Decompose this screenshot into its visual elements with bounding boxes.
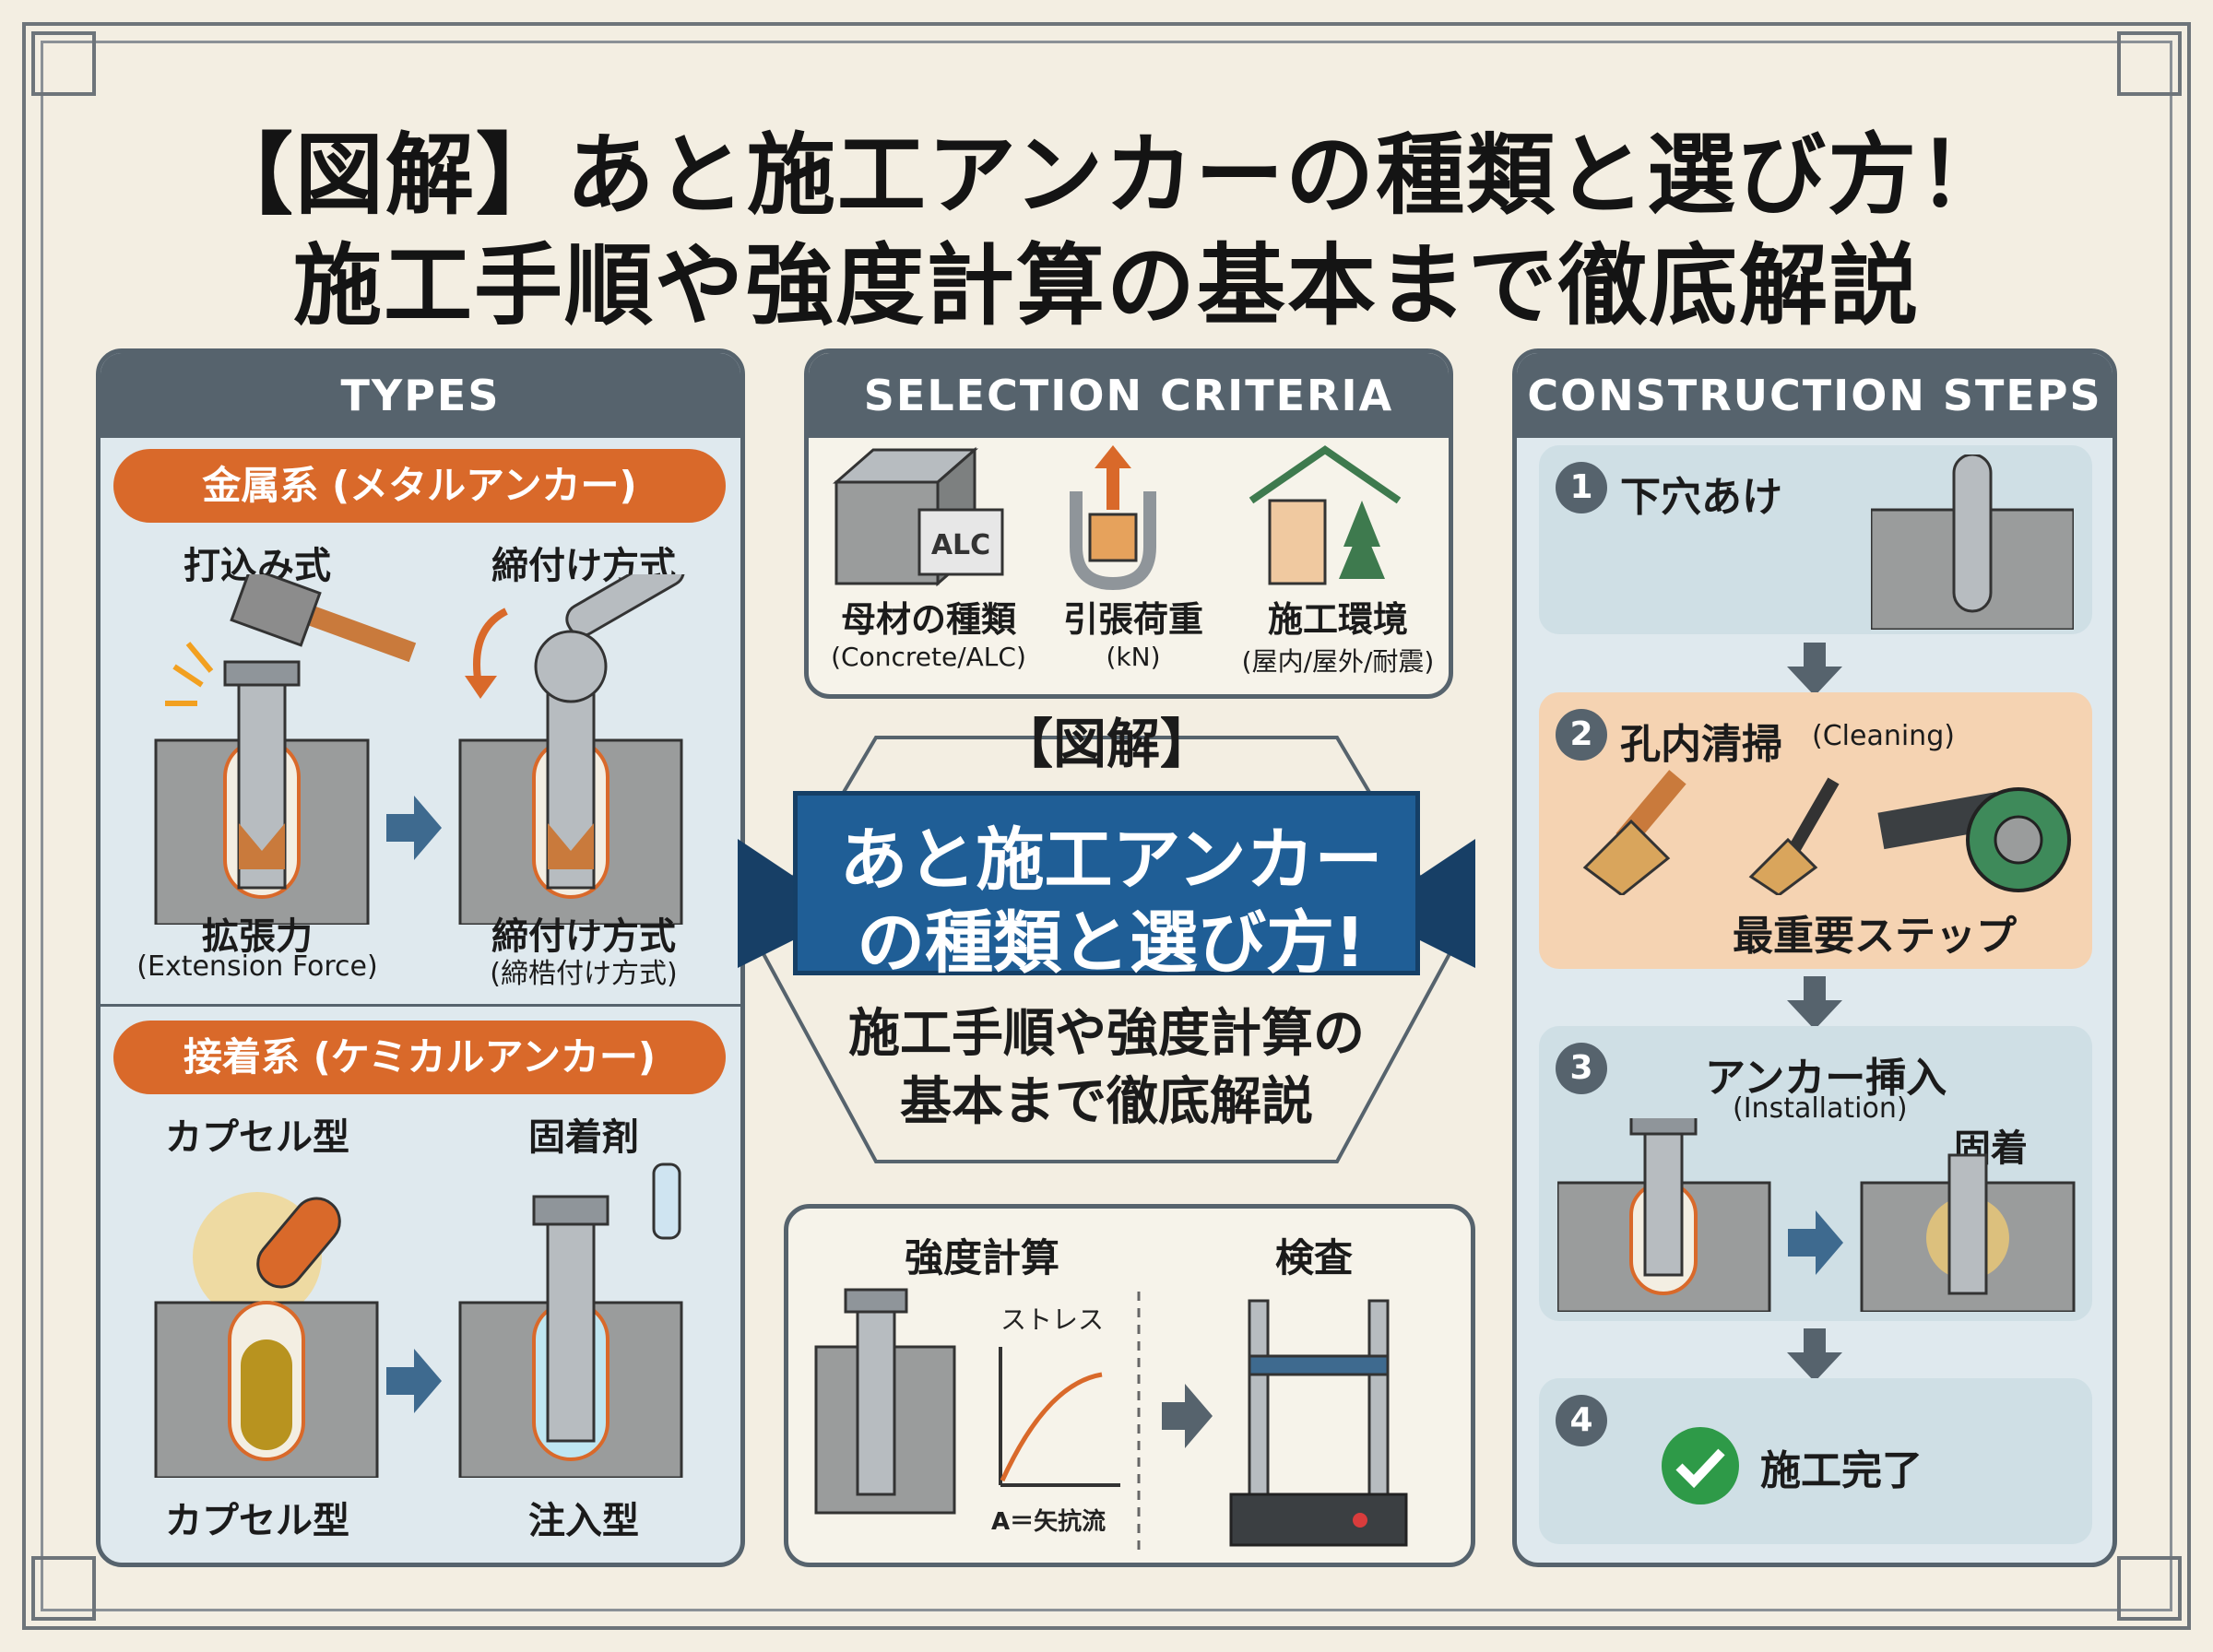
types-header: TYPES <box>101 353 740 438</box>
capsule-bottom-label: カプセル型 <box>165 1500 349 1542</box>
installation-illustration <box>1557 1118 2076 1312</box>
anchor-bolt <box>546 1209 596 1443</box>
right-arrow-icon <box>1162 1384 1213 1448</box>
wrench-icon <box>534 574 685 703</box>
strength-calc-title: 強度計算 <box>904 1235 1059 1280</box>
drill-bit-icon <box>1952 454 1993 613</box>
tension-load-icon <box>1070 445 1156 591</box>
right-arrow-icon <box>386 796 442 860</box>
steps-header: CONSTRUCTION STEPS <box>1517 353 2112 438</box>
steps-panel: CONSTRUCTION STEPS 1 下穴あけ 2 孔内清掃 (Cleani… <box>1512 348 2117 1567</box>
center-small-title: 【図解】 <box>999 713 1213 775</box>
outer-frame <box>22 22 2191 1630</box>
corner-ornament <box>31 31 96 96</box>
page-title-line2: 施工手順や強度計算の基本まで徹底解説 <box>293 234 1920 337</box>
anchor-bolt <box>1643 1118 1684 1277</box>
stress-axis-label: ストレス <box>1000 1304 1104 1335</box>
criteria-environment: 施工環境 (屋内/屋外/耐震) <box>1241 599 1435 677</box>
step-4: 4 施工完了 <box>1539 1378 2092 1544</box>
alc-tag: ALC <box>931 529 990 561</box>
step-label: 施工完了 <box>1760 1447 1923 1494</box>
testing-machine-icon <box>1229 1299 1408 1547</box>
step-sub: (Installation) <box>1733 1092 1908 1125</box>
anchor-bolt <box>856 1299 896 1496</box>
right-arrow-icon <box>1788 1210 1843 1275</box>
step-label: 下穴あけ <box>1620 474 1782 521</box>
capsule-type-label: カプセル型 <box>165 1116 349 1159</box>
cleaning-tools <box>1582 770 2071 895</box>
check-icon <box>1662 1427 1739 1504</box>
ribbon-line2: の種類と選び方! <box>857 903 1366 983</box>
step-label: 孔内清掃 <box>1620 721 1782 768</box>
inner-frame <box>41 41 2172 1611</box>
corner-ornament <box>2117 1556 2182 1621</box>
page-title-line1: 【図解】あと施工アンカーの種類と選び方！ <box>204 124 2009 227</box>
step-number: 1 <box>1556 462 1607 513</box>
small-brush-icon <box>1748 777 1840 895</box>
chemical-anchor-banner: 接着系 (ケミカルアンカー) <box>113 1021 726 1094</box>
injection-tube-icon <box>652 1162 681 1240</box>
metal-anchor-banner: 金属系 (メタルアンカー) <box>113 449 726 523</box>
center-banner: 【図解】 あと施工アンカー の種類と選び方! 施工手順や強度計算の 基本まで徹底… <box>738 701 1475 1180</box>
step-number: 4 <box>1556 1395 1607 1446</box>
alc-block-icon <box>917 508 1004 576</box>
drilling-illustration <box>1871 454 2074 630</box>
x-axis-label: A＝矢抗流 <box>991 1507 1106 1536</box>
capsule-icon <box>256 1197 341 1289</box>
center-sub-line2: 基本まで徹底解説 <box>900 1072 1313 1132</box>
tightening-label: 締付け方式 <box>491 915 676 958</box>
ribbon-line1: あと施工アンカー <box>839 820 1383 900</box>
ribbon: あと施工アンカー の種類と選び方! <box>793 791 1420 983</box>
criteria-base-material: 母材の種類 (Concrete/ALC) <box>831 599 1026 672</box>
brush-icon <box>1582 770 1686 895</box>
selection-icons: ALC <box>833 445 1402 591</box>
down-arrow-icon <box>1787 643 1842 696</box>
step-sub: (Cleaning) <box>1812 720 1955 752</box>
corner-ornament <box>2117 31 2182 96</box>
step-number: 3 <box>1556 1043 1607 1094</box>
down-arrow-icon <box>1787 976 1842 1030</box>
types-divider <box>101 1004 740 1007</box>
stress-curve <box>1000 1372 1103 1482</box>
step-label: アンカー挿入 <box>1705 1055 1947 1102</box>
step-2: 2 孔内清掃 (Cleaning) 最重要ステップ <box>1539 692 2092 969</box>
tightening-sub: (締梏付け方式) <box>490 958 678 990</box>
calc-inspection-illustration: ストレス A＝矢抗流 <box>814 1288 1408 1550</box>
most-important-step: 最重要ステップ <box>1733 913 2017 960</box>
adhesive-label: 固着剤 <box>528 1116 639 1159</box>
criteria-tension-load: 引張荷重 (kN) <box>1062 599 1203 672</box>
right-arrow-icon <box>386 1349 442 1413</box>
metal-anchor-illustration <box>154 574 685 925</box>
selection-header: SELECTION CRITERIA <box>809 353 1449 438</box>
types-panel: TYPES 金属系 (メタルアンカー) 打込み式 締付け方式 <box>96 348 745 1567</box>
center-sub-line1: 施工手順や強度計算の <box>848 1004 1365 1064</box>
chemical-anchor-illustration <box>154 1162 683 1478</box>
step-3: 3 アンカー挿入 (Installation) 固着 <box>1539 1026 2092 1321</box>
selection-panel: SELECTION CRITERIA ALC 母材の種類 <box>804 348 1453 699</box>
environment-house-icon <box>1249 445 1402 585</box>
step-1: 1 下穴あけ <box>1539 445 2092 634</box>
extension-force-label: 拡張力 <box>202 915 313 958</box>
injection-type-label: 注入型 <box>528 1500 639 1542</box>
corner-ornament <box>31 1556 96 1621</box>
extension-force-sub: (Extension Force) <box>136 950 378 983</box>
down-arrow-icon <box>1787 1328 1842 1382</box>
blower-icon <box>1877 787 2071 892</box>
step-number: 2 <box>1556 709 1607 761</box>
center-hexagon <box>738 736 1475 1163</box>
inspection-title: 検査 <box>1274 1235 1353 1280</box>
calculation-inspection-panel: 強度計算 検査 ストレス A＝矢抗流 <box>784 1204 1475 1567</box>
hammer-icon <box>230 574 417 663</box>
